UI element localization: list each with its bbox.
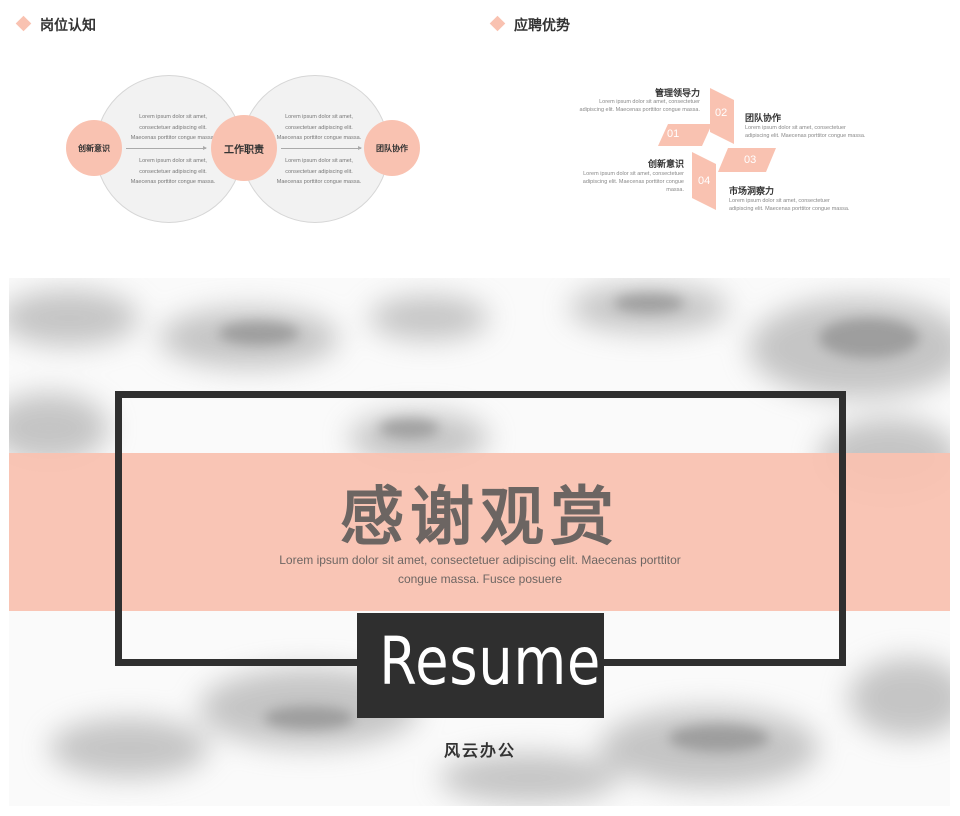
role-text-2: Lorem ipsum dolor sit amet, consectetuer…	[130, 158, 216, 185]
arrow-right	[281, 146, 362, 150]
resume-box: Resume	[357, 613, 604, 718]
title-diamond-icon	[15, 15, 32, 32]
resume-text: Resume	[379, 623, 602, 700]
company-name: 风云办公	[443, 743, 516, 760]
thanks-title: 感谢观赏	[340, 481, 620, 555]
arrow-left	[126, 146, 207, 150]
role-text-3: Lorem ipsum dolor sit amet, consectetuer…	[276, 114, 362, 141]
thanks-subtitle-line2: congue massa. Fusce posuere	[397, 572, 563, 586]
advantage-label-1: 管理领导力	[654, 88, 700, 98]
pink-band	[9, 453, 950, 611]
advantage-desc-4: Lorem ipsum dolor sit amet, consectetuer…	[582, 171, 684, 193]
advantage-desc-1: Lorem ipsum dolor sit amet, consectetuer…	[579, 99, 700, 113]
center-label-circle: 工作职责	[211, 115, 277, 181]
title-diamond-icon	[489, 15, 506, 32]
thanks-subtitle-line1: Lorem ipsum dolor sit amet, consectetuer…	[279, 553, 681, 567]
advantage-label-4: 创新意识	[647, 159, 684, 169]
petal-01	[658, 124, 712, 146]
role-text-1: Lorem ipsum dolor sit amet, consectetuer…	[130, 114, 216, 141]
left-label: 创新意识	[78, 143, 110, 153]
right-label-circle: 团队协作	[364, 120, 420, 176]
role-title: 岗位认知	[40, 17, 96, 33]
number-02: 02	[715, 107, 728, 119]
advantage-label-2: 团队协作	[745, 113, 782, 123]
left-label-circle: 创新意识	[66, 120, 122, 176]
number-01: 01	[667, 128, 680, 140]
advantage-desc-2: Lorem ipsum dolor sit amet, consectetuer…	[745, 125, 866, 139]
marble-texture	[9, 284, 950, 803]
center-label: 工作职责	[224, 144, 264, 156]
number-04: 04	[698, 175, 711, 187]
advantage-label-3: 市场洞察力	[729, 186, 775, 196]
pinwheel-graphic	[658, 88, 776, 210]
petal-04	[692, 152, 716, 210]
right-label: 团队协作	[376, 143, 408, 153]
number-03: 03	[744, 154, 757, 166]
advantage-desc-3: Lorem ipsum dolor sit amet, consectetuer…	[729, 198, 850, 212]
advantages-title: 应聘优势	[514, 17, 570, 33]
petal-03	[718, 148, 776, 172]
petal-02	[710, 88, 734, 144]
role-text-4: Lorem ipsum dolor sit amet, consectetuer…	[276, 158, 362, 185]
